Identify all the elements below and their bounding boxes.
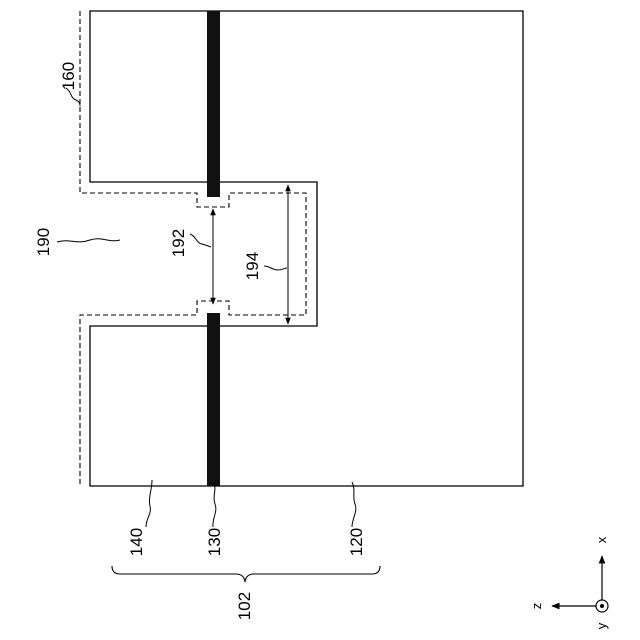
label-102: 102 [235, 592, 254, 620]
leader-130 [213, 482, 216, 527]
label-194: 194 [243, 252, 262, 280]
strip-upper [207, 11, 220, 197]
label-190: 190 [34, 228, 53, 256]
label-140: 140 [127, 528, 146, 556]
axis-x-label: x [594, 536, 609, 543]
label-130: 130 [205, 528, 224, 556]
brace-102 [112, 566, 380, 582]
leader-192 [190, 234, 211, 247]
dashed-layer [80, 11, 306, 486]
leader-120 [352, 482, 356, 527]
strip-lower [207, 313, 220, 486]
label-160: 160 [59, 62, 78, 90]
leader-190 [57, 239, 120, 242]
axis-y-label: y [594, 622, 609, 629]
axis-y-dot [600, 604, 604, 608]
axis-z-label: z [529, 603, 544, 610]
leader-140 [146, 480, 152, 527]
label-192: 192 [169, 229, 188, 257]
label-120: 120 [347, 528, 366, 556]
leader-194 [264, 266, 287, 270]
